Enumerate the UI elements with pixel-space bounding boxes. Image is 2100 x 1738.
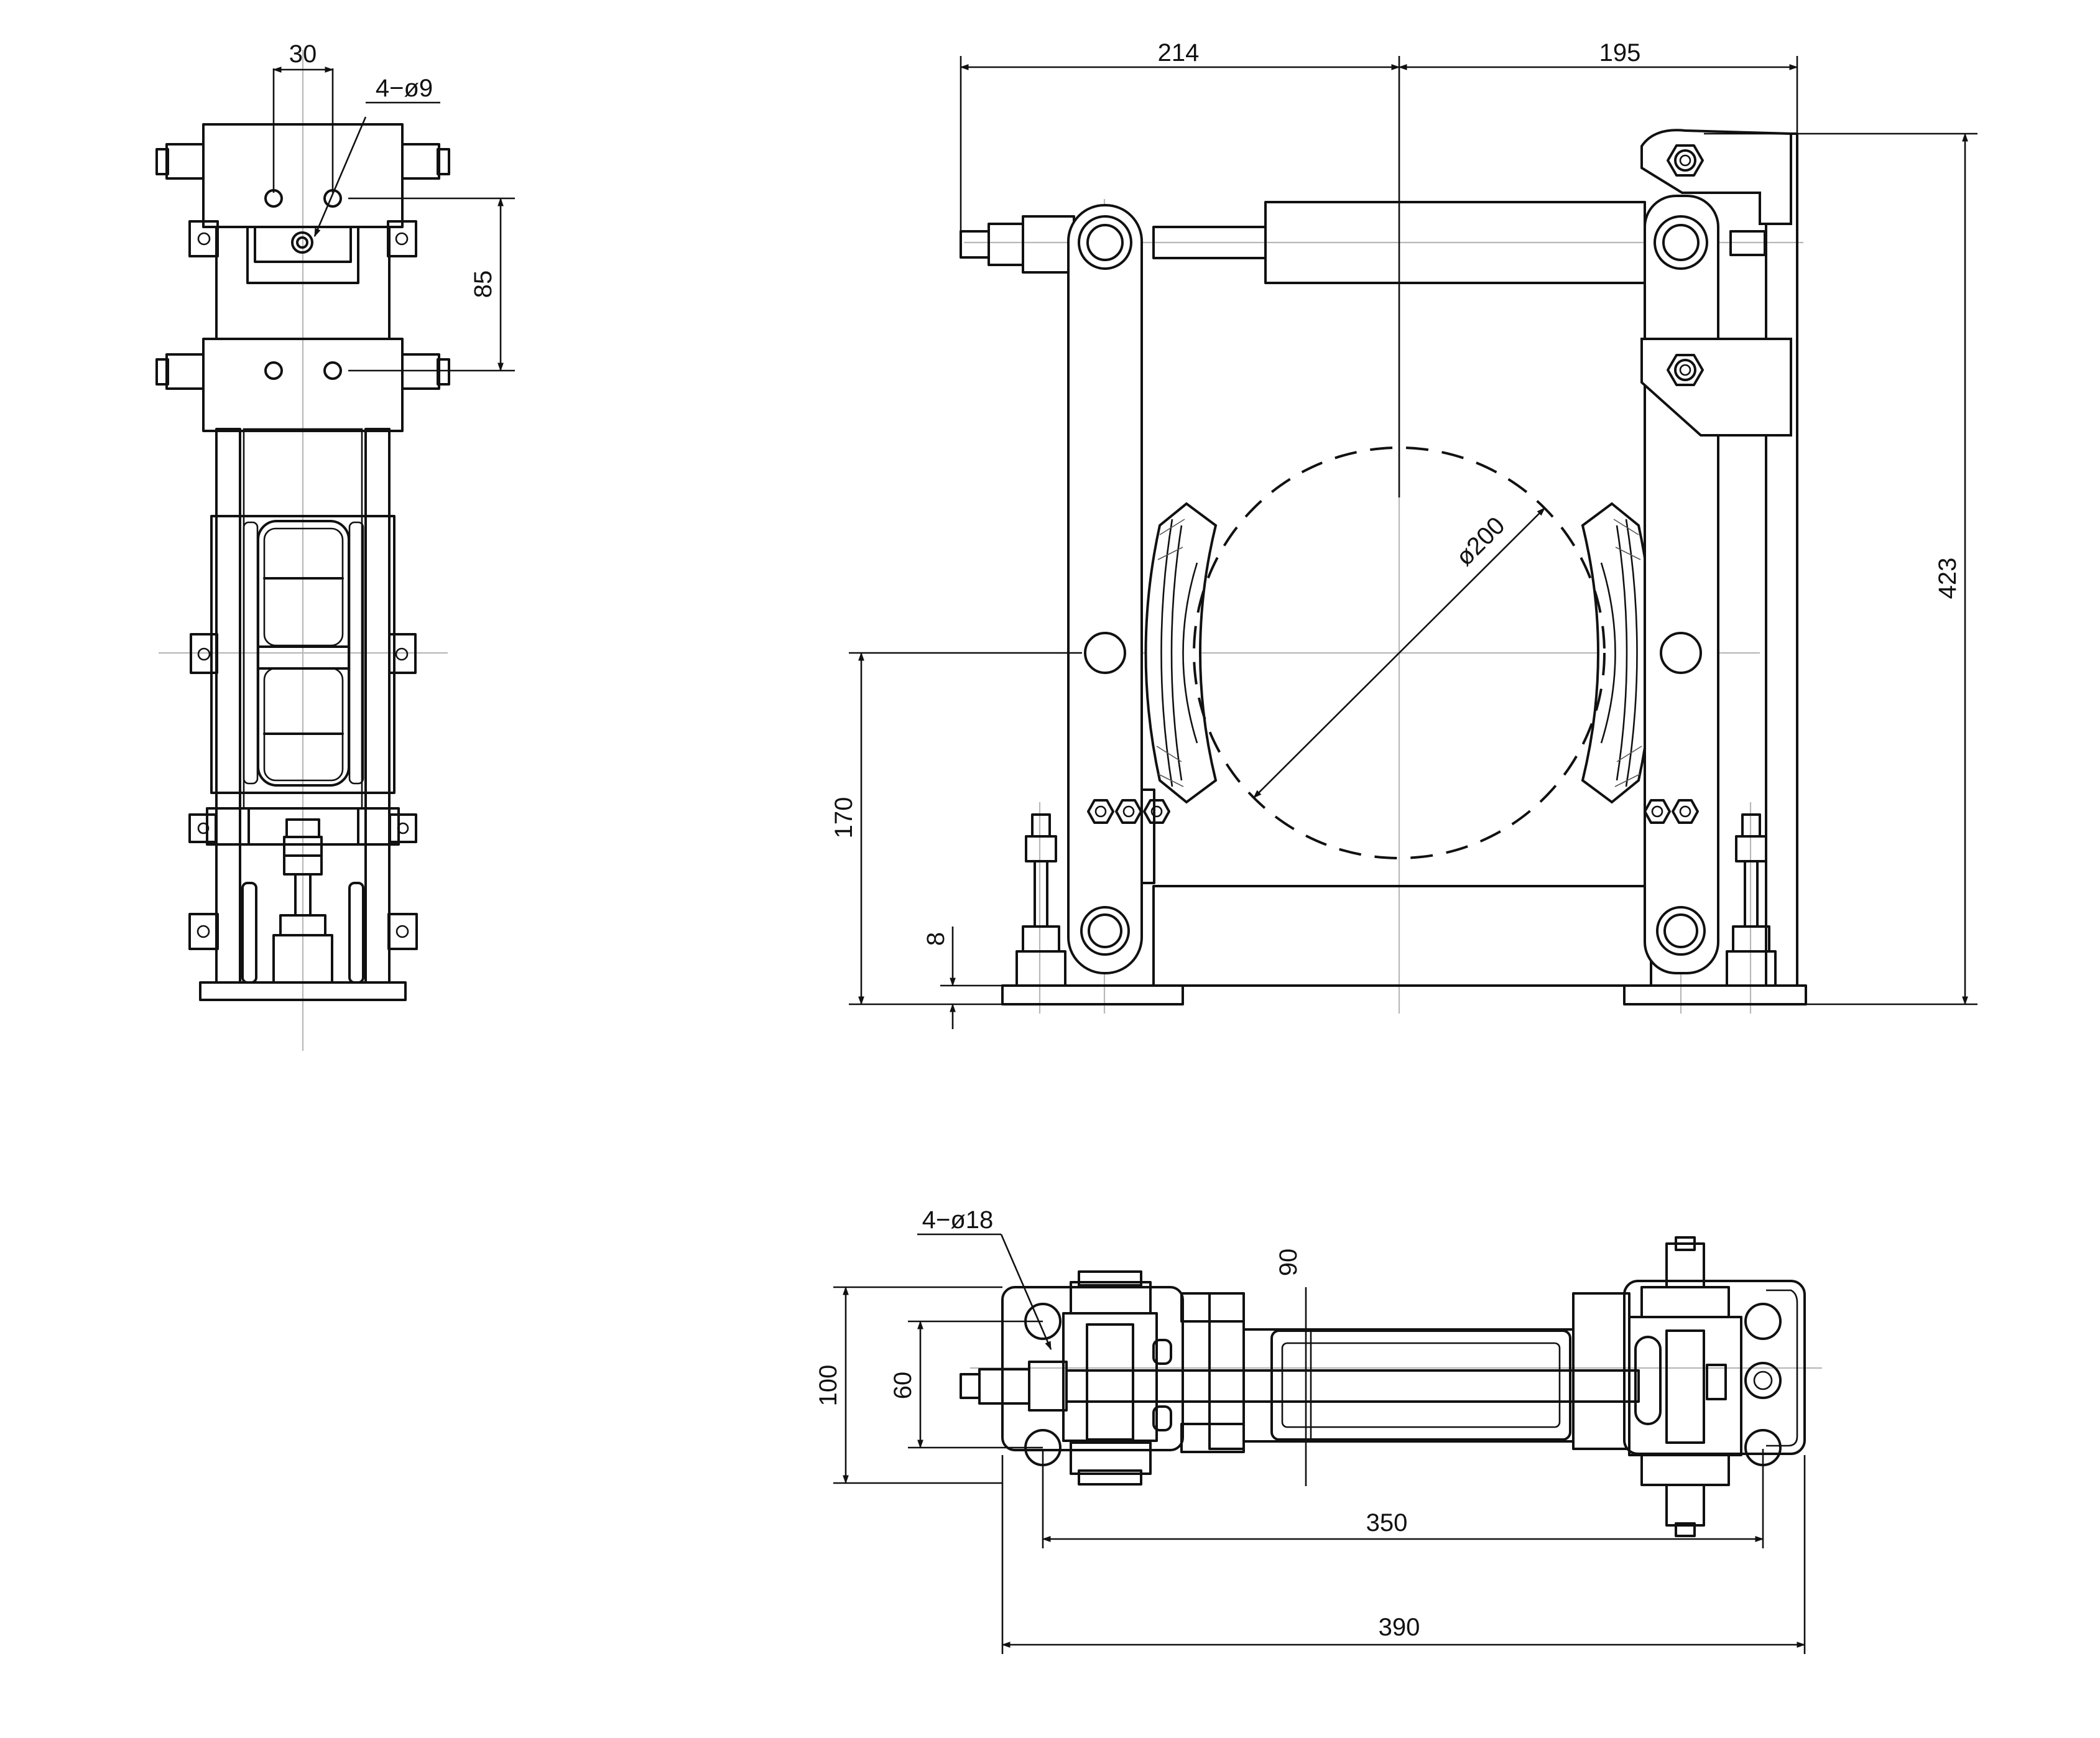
hole-spec-4-d9: 4−ø9 bbox=[376, 75, 433, 102]
side-view: 30 4−ø9 85 bbox=[155, 40, 515, 1051]
dim-hole-pitch-60: 60 bbox=[889, 1372, 917, 1400]
dim-pitch-30: 30 bbox=[289, 40, 317, 68]
dim-base-thickness-8: 8 bbox=[922, 932, 950, 946]
dim-hole-spacing-350: 350 bbox=[1366, 1509, 1408, 1537]
dim-left-span-214: 214 bbox=[1158, 39, 1200, 67]
dim-axis-height-170: 170 bbox=[830, 797, 858, 839]
dim-base-length-390: 390 bbox=[1379, 1614, 1420, 1641]
top-view: 100 60 90 350 390 4−ø18 bbox=[815, 1206, 1822, 1654]
dim-drum-diameter-200: ø200 bbox=[1451, 512, 1510, 571]
dim-bracket-depth-90: 90 bbox=[1275, 1249, 1302, 1277]
dim-right-span-195: 195 bbox=[1599, 39, 1641, 67]
hole-spec-4-d18: 4−ø18 bbox=[922, 1206, 994, 1234]
front-view: 214 195 423 170 8 ø200 bbox=[830, 39, 1977, 1029]
dim-base-width-100: 100 bbox=[815, 1365, 842, 1407]
dim-bolt-spacing-85: 85 bbox=[469, 270, 497, 298]
dim-height-423: 423 bbox=[1934, 558, 1961, 599]
